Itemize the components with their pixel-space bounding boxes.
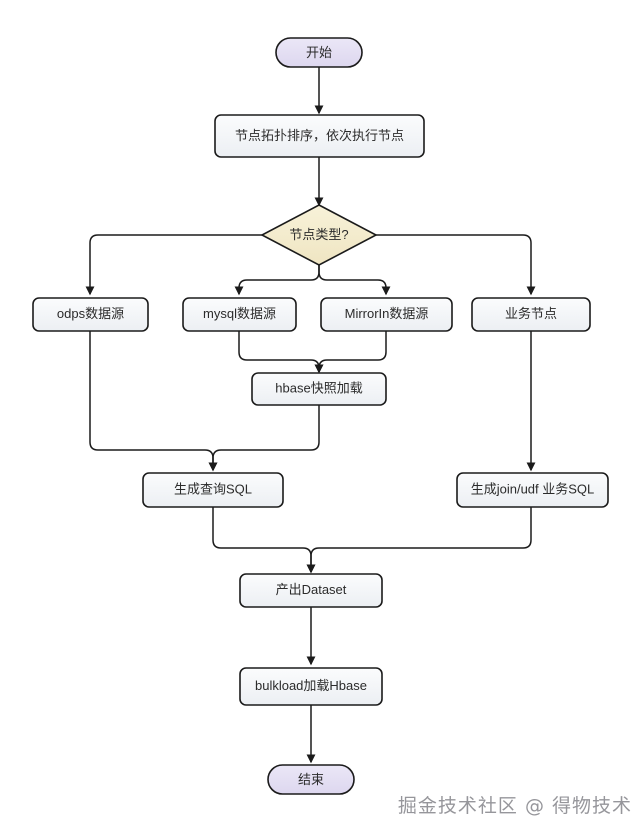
node-mysql[interactable]: mysql数据源: [182, 297, 297, 332]
node-querysql[interactable]: 生成查询SQL: [142, 472, 284, 508]
edge-mysql-to-hbasesnap: [238, 331, 324, 374]
node-hbasesnap[interactable]: hbase快照加载: [251, 372, 387, 406]
edge-nodetype-to-mirrorin: [318, 265, 391, 296]
edge-hbasesnap-to-querysql: [208, 405, 320, 472]
node-bulkload[interactable]: bulkload加载Hbase: [239, 667, 383, 706]
node-nodetype[interactable]: 节点类型?: [260, 204, 378, 266]
node-start[interactable]: 开始: [275, 37, 363, 68]
node-mirrorin[interactable]: MirrorIn数据源: [320, 297, 453, 332]
edge-nodetype-to-odps: [85, 234, 262, 296]
node-dataset[interactable]: 产出Dataset: [239, 573, 383, 608]
node-business[interactable]: 业务节点: [471, 297, 591, 332]
edge-nodetype-to-business: [376, 234, 536, 296]
node-odps[interactable]: odps数据源: [32, 297, 149, 332]
node-bizsql[interactable]: 生成join/udf 业务SQL: [456, 472, 609, 508]
node-end[interactable]: 结束: [267, 764, 355, 795]
edge-bizsql-to-dataset: [306, 507, 532, 574]
edge-nodetype-to-mysql: [234, 265, 320, 296]
watermark-text: 掘金技术社区 @ 得物技术: [397, 795, 632, 817]
node-topo[interactable]: 节点拓扑排序，依次执行节点: [214, 114, 425, 158]
edge-odps-to-querysql: [89, 331, 218, 472]
edge-querysql-to-dataset: [212, 507, 316, 574]
node-layer: 开始 节点拓扑排序，依次执行节点 节点类型? odps数据源 mysql数据源 …: [32, 37, 609, 795]
edge-layer: [85, 67, 536, 764]
edge-mirrorin-to-hbasesnap: [314, 331, 387, 374]
